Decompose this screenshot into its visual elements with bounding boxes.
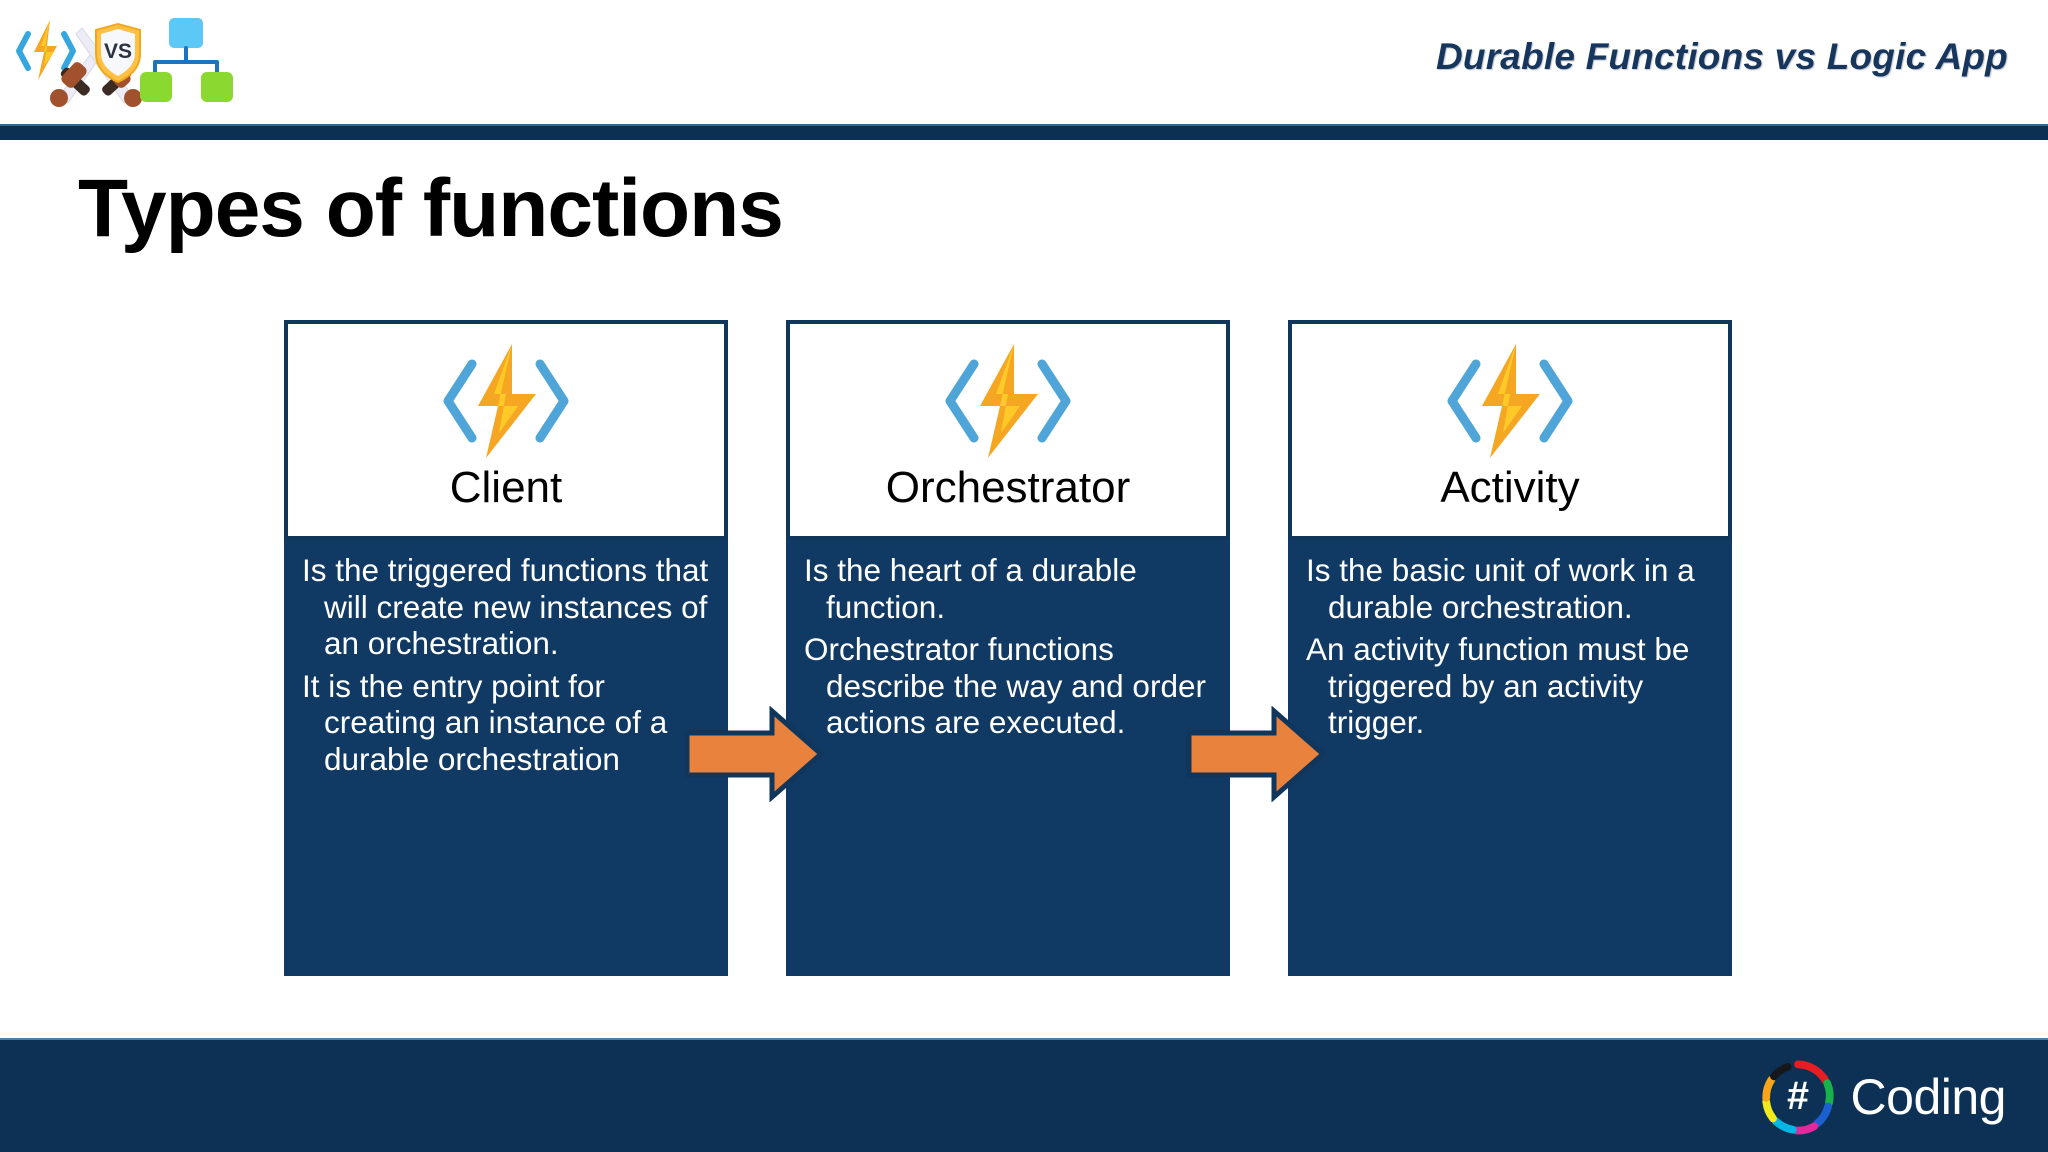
card-client-header: Client	[284, 320, 728, 540]
right-arrow-icon	[684, 705, 825, 803]
slide-footer: # Coding	[0, 1038, 2048, 1152]
azure-functions-icon-svg	[443, 344, 569, 458]
card-orchestrator-paragraph-2: Orchestrator functions describe the way …	[804, 631, 1206, 741]
card-orchestrator-label: Orchestrator	[885, 463, 1131, 512]
azure-functions-icon-svg	[1447, 344, 1573, 458]
right-arrow-icon	[1186, 705, 1327, 803]
azure-functions-icon	[928, 338, 1088, 464]
page-title: Types of functions	[78, 163, 784, 254]
cards-container: Client Is the triggered functions that w…	[0, 320, 2048, 980]
right-arrow-icon-svg	[684, 705, 825, 803]
vs-shield-icon: VS	[95, 22, 141, 84]
card-activity-paragraph-2: An activity function must be triggered b…	[1306, 631, 1690, 741]
footer-brand: # Coding	[1755, 1054, 2007, 1140]
header-divider-bar	[0, 124, 2048, 140]
footer-brand-label: Coding	[1850, 1069, 2007, 1125]
footer-hash-glyph: #	[1787, 1074, 1809, 1118]
card-orchestrator-body: Is the heart of a durable function. Orch…	[786, 540, 1230, 976]
card-orchestrator-paragraph-1: Is the heart of a durable function.	[804, 552, 1137, 625]
slide-header: VS Durable Functions vs Logic App	[0, 0, 2048, 124]
card-client-paragraph-2: It is the entry point for creating an in…	[302, 667, 668, 777]
azure-functions-icon	[16, 20, 76, 80]
card-client-paragraph-1: Is the triggered functions that will cre…	[302, 552, 709, 662]
card-orchestrator-header: Orchestrator	[786, 320, 1230, 540]
card-activity[interactable]: Activity Is the basic unit of work in a …	[1288, 320, 1732, 976]
card-activity-paragraph-1: Is the basic unit of work in a durable o…	[1306, 552, 1695, 625]
right-arrow-icon-svg	[1186, 705, 1327, 803]
color-swirl-hash-logo-icon: #	[1755, 1054, 1841, 1140]
color-swirl-hash-logo-icon-svg: #	[1761, 1060, 1834, 1135]
header-title: Durable Functions vs Logic App	[1435, 36, 2008, 77]
card-client-body: Is the triggered functions that will cre…	[284, 540, 728, 976]
header-logo: VS	[14, 6, 244, 114]
header-logo-svg: VS	[16, 18, 233, 107]
azure-functions-icon-svg	[945, 344, 1071, 458]
card-client-label: Client	[449, 463, 563, 512]
logic-apps-flowchart-icon	[140, 18, 233, 102]
vs-label: VS	[104, 40, 132, 63]
card-activity-body: Is the basic unit of work in a durable o…	[1288, 540, 1732, 976]
card-activity-header: Activity	[1288, 320, 1732, 540]
card-activity-label: Activity	[1440, 463, 1580, 512]
card-client[interactable]: Client Is the triggered functions that w…	[284, 320, 728, 976]
card-orchestrator[interactable]: Orchestrator Is the heart of a durable f…	[786, 320, 1230, 976]
azure-functions-icon	[426, 338, 586, 464]
azure-functions-icon	[1430, 338, 1590, 464]
